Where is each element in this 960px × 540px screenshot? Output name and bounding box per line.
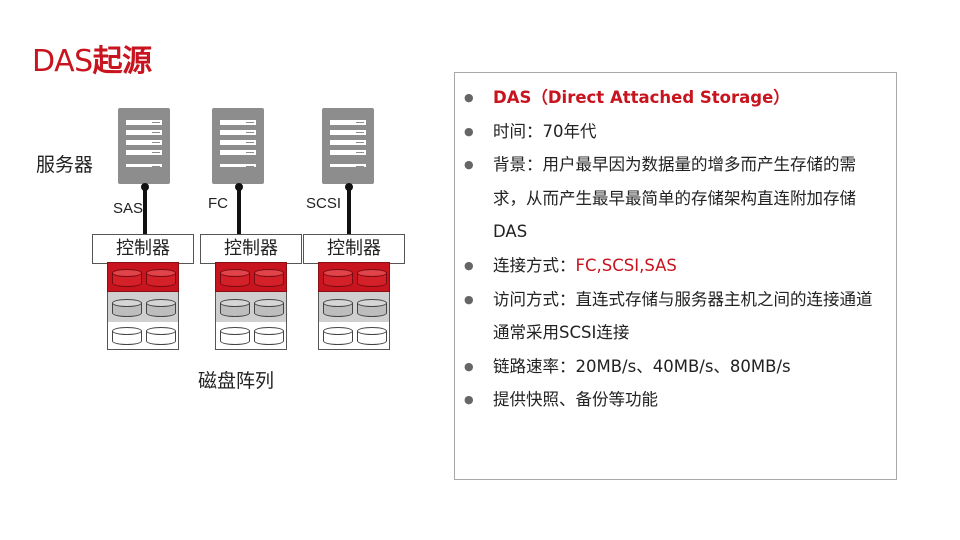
disk-icon (323, 299, 353, 317)
cable-sas (141, 183, 149, 234)
disk-icon (357, 327, 387, 345)
bullet-icon: ● (464, 124, 474, 138)
bullet-icon: ● (464, 359, 474, 373)
controller-box: 控制器 (200, 234, 302, 264)
info-list: ● DAS（Direct Attached Storage） ● 时间：70年代 ●… (455, 81, 896, 417)
bullet-icon: ● (464, 393, 474, 407)
das-definition: DAS（Direct Attached Storage） (493, 88, 790, 107)
info-panel: ● DAS（Direct Attached Storage） ● 时间：70年代 ●… (454, 72, 897, 480)
disk-icon (112, 299, 142, 317)
protocol-label-fc: FC (208, 195, 228, 212)
disk-icon (146, 269, 176, 287)
page-title: DAS起源 (32, 36, 152, 80)
disk-icon (220, 269, 250, 287)
disk-icon (146, 327, 176, 345)
bullet-icon: ● (464, 158, 474, 172)
disk-array (318, 262, 390, 350)
access-text: 访问方式：直连式存储与服务器主机之间的连接通道通常采用SCSI连接 (493, 289, 873, 343)
cable-fc (235, 183, 243, 234)
disk-array (215, 262, 287, 350)
disk-icon (146, 299, 176, 317)
das-diagram: 服务器 SAS FC SCSI 控制器 控制器 控制器 (0, 0, 450, 540)
controller-box: 控制器 (92, 234, 194, 264)
server-icon (118, 108, 170, 184)
list-item: ● 访问方式：直连式存储与服务器主机之间的连接通道通常采用SCSI连接 (455, 283, 896, 350)
server-icon (212, 108, 264, 184)
connection-label: 连接方式： (493, 255, 576, 275)
cable-scsi (345, 183, 353, 234)
protocol-label-sas: SAS (113, 200, 144, 217)
disk-icon (220, 299, 250, 317)
disk-icon (357, 269, 387, 287)
server-label: 服务器 (36, 154, 94, 176)
disk-array (107, 262, 179, 350)
disk-icon (323, 327, 353, 345)
server-icon (322, 108, 374, 184)
bullet-icon: ● (464, 91, 474, 104)
disk-icon (357, 299, 387, 317)
connection-value: FC,SCSI,SAS (575, 255, 677, 275)
list-item: ● 背景：用户最早因为数据量的增多而产生存储的需求，从而产生最早最简单的存储架构直… (455, 148, 896, 249)
disk-icon (323, 269, 353, 287)
disk-icon (254, 299, 284, 317)
features-text: 提供快照、备份等功能 (493, 390, 658, 410)
disk-icon (112, 327, 142, 345)
disk-array-label: 磁盘阵列 (198, 370, 275, 392)
list-item: ● 提供快照、备份等功能 (455, 383, 896, 417)
disk-icon (254, 269, 284, 287)
list-item: ● 连接方式：FC,SCSI,SAS (455, 249, 896, 283)
disk-icon (254, 327, 284, 345)
bullet-icon: ● (464, 292, 474, 306)
bullet-icon: ● (464, 258, 474, 272)
title-prefix: DAS (32, 44, 93, 79)
disk-icon (220, 327, 250, 345)
list-item: ● DAS（Direct Attached Storage） (455, 81, 896, 115)
list-item: ● 时间：70年代 (455, 115, 896, 149)
era-text: 时间：70年代 (493, 121, 597, 141)
list-item: ● 链路速率：20MB/s、40MB/s、80MB/s (455, 350, 896, 384)
protocol-label-scsi: SCSI (306, 195, 342, 212)
controller-box: 控制器 (303, 234, 405, 264)
link-rate-text: 链路速率：20MB/s、40MB/s、80MB/s (493, 356, 791, 376)
title-suffix: 起源 (92, 44, 153, 79)
background-text: 背景：用户最早因为数据量的增多而产生存储的需求，从而产生最早最简单的存储架构直连… (493, 155, 856, 242)
disk-icon (112, 269, 142, 287)
